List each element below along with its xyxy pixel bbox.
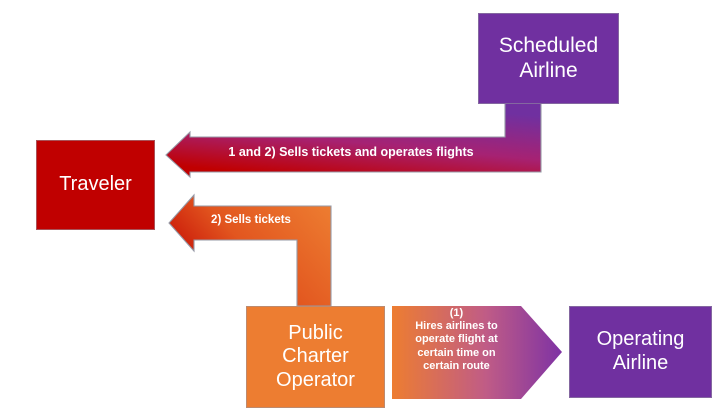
arrow-operator-to-traveler-shape bbox=[168, 193, 332, 307]
arrow-operator-to-operating-airline-shape bbox=[392, 306, 562, 399]
node-operating-airline-label: Operating Airline bbox=[596, 328, 685, 374]
arrow-scheduled-to-traveler-shape bbox=[165, 102, 542, 179]
node-public-charter-operator-label: Public Charter Operator bbox=[276, 321, 355, 391]
node-scheduled-airline-label: Scheduled Airline bbox=[498, 33, 599, 82]
node-traveler-label: Traveler bbox=[59, 173, 132, 196]
node-traveler[interactable]: Traveler bbox=[36, 140, 155, 230]
node-scheduled-airline[interactable]: Scheduled Airline bbox=[478, 13, 619, 104]
node-operating-airline[interactable]: Operating Airline bbox=[569, 306, 712, 398]
node-public-charter-operator[interactable]: Public Charter Operator bbox=[246, 306, 385, 408]
